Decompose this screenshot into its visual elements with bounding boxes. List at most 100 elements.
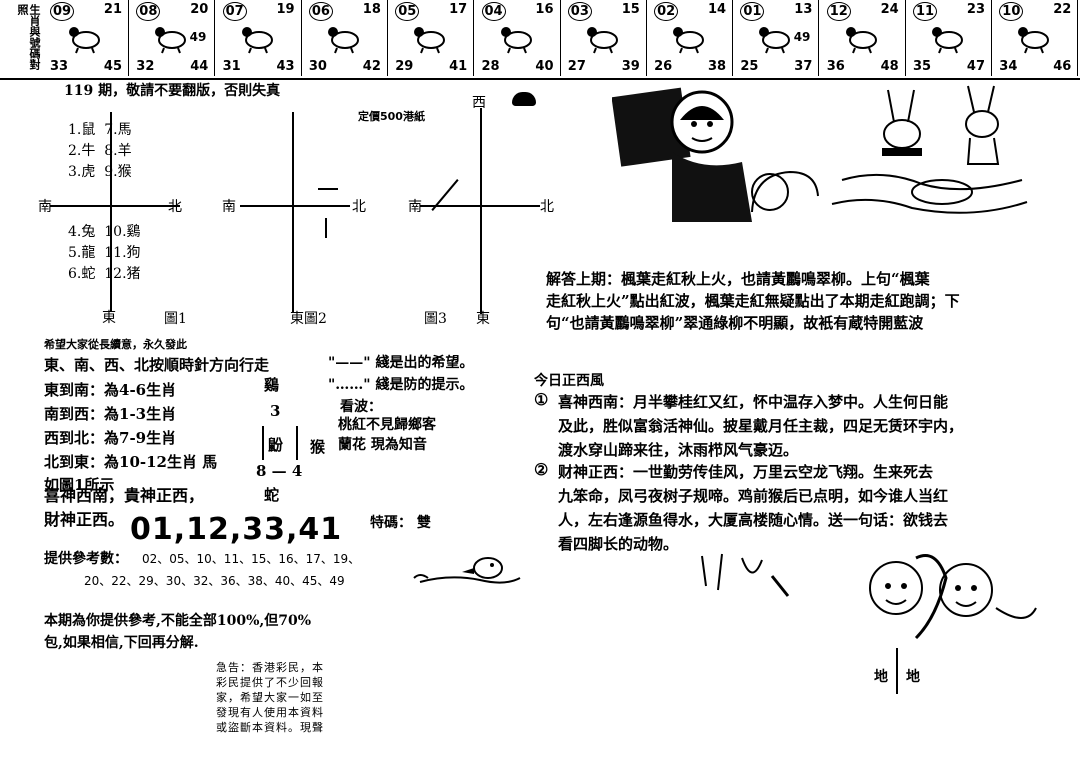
fig2-vertical-axis [292, 112, 294, 312]
fig3-south: 南 [408, 199, 422, 215]
zodiac-number: 06 [308, 2, 333, 21]
compass-num: 3 [270, 402, 281, 420]
zodiac-number: 38 [708, 59, 727, 74]
monkey-icon [759, 27, 791, 54]
wish-line: 希望大家從長續意，永久發此 [44, 338, 187, 351]
notice-line: 急告：香港彩民，本 [216, 661, 324, 674]
pig2-icon [1018, 27, 1050, 54]
fig2-east: 東 [290, 311, 304, 327]
zodiac-item: 12.猪 [104, 266, 141, 282]
zodiac-item: 8.羊 [104, 143, 132, 159]
fig2-north: 北 [352, 199, 366, 215]
para1-number: ① [534, 390, 549, 409]
compass-right: 猴 [310, 438, 326, 456]
zodiac-number: 39 [621, 59, 640, 74]
fig3-label: 圖3 [424, 311, 447, 327]
zodiac-number: 30 [308, 59, 327, 74]
note-line-1: 本期為你提供參考,不能全部100%,但70% [44, 613, 312, 629]
rabbit-icon [327, 27, 359, 54]
zodiac-number: 42 [362, 59, 381, 74]
main-numbers: 01,12,33,41 [130, 512, 343, 547]
zodiac-number: 32 [136, 59, 155, 74]
fig1-south: 南 [38, 199, 52, 215]
zodiac-number: 11 [913, 2, 938, 21]
zodiac-number: 49 [793, 30, 811, 44]
compass-bottom: 蛇 [264, 486, 280, 504]
zodiac-item: 1.鼠 [68, 122, 96, 138]
zodiac-number: 03 [567, 2, 592, 21]
kanbo-title: 看波： [340, 399, 382, 415]
zodiac-number: 31 [222, 59, 241, 74]
today-wind: 今日正西風 [534, 373, 604, 389]
monkeys-cartoon-icon [869, 554, 1037, 640]
zodiac-list-bottom: 4.兔 10.鷄 5.龍 11.狗 6.蛇 12.猪 [68, 222, 141, 285]
zodiac-number: 10 [999, 2, 1024, 21]
zodiac-cell: 06 18 30 42 [303, 0, 388, 76]
fig3-horizontal-axis [420, 205, 540, 207]
zodiac-number: 37 [794, 59, 813, 74]
notice-line: 家，希望大家一如至 [216, 691, 324, 704]
zodiac-number: 23 [966, 2, 985, 17]
zodiac-number: 26 [654, 59, 673, 74]
header-warning: 119 期，敬請不要翻版，否則失真 [64, 83, 281, 99]
zodiac-item: 3.虎 [68, 164, 96, 180]
zodiac-number: 12 [826, 2, 851, 21]
fig1-north: 北 [168, 199, 182, 215]
zodiac-item: 7.馬 [104, 122, 132, 138]
fig1-east: 東 [102, 310, 116, 326]
zodiac-item: 6.蛇 [68, 266, 96, 282]
direction-item: 北到東：為10-12生肖 馬 [44, 453, 218, 471]
zodiac-number: 25 [740, 59, 759, 74]
zodiac-number: 44 [190, 59, 209, 74]
para1-line: 及此，胜似富翁活神仙。披星戴月任主裁，四足无赁环宇内， [558, 417, 964, 435]
direction-list: 東到南：為4-6生肖 南到西：為1-3生肖 西到北：為7-9生肖 北到東：為10… [44, 378, 217, 474]
para2-number: ② [534, 460, 549, 479]
notice-line: 或盜斷本資料。現聲 [216, 721, 324, 734]
rabbits-cartoon-icon [831, 85, 1028, 214]
zodiac-number: 47 [966, 59, 985, 74]
zodiac-item: 4.兔 [68, 224, 96, 240]
note-line-2: 包,如果相信,下回再分解. [44, 635, 199, 651]
zodiac-number: 15 [621, 2, 640, 17]
zodiac-number: 17 [449, 2, 468, 17]
notice-line: 發現有人使用本資料 [216, 706, 324, 719]
para2-line: 看四脚长的动物。 [558, 535, 679, 553]
compass-box [262, 426, 298, 460]
fig2-south: 南 [222, 199, 236, 215]
dragon-icon [414, 27, 446, 54]
zodiac-number: 13 [794, 2, 813, 17]
zodiac-item: 11.狗 [104, 245, 141, 261]
pig-icon [155, 27, 187, 54]
zodiac-number: 40 [535, 59, 554, 74]
zodiac-number: 33 [50, 59, 69, 74]
zodiac-item: 2.牛 [68, 143, 96, 159]
zodiac-number: 18 [362, 2, 381, 17]
zodiac-number: 14 [708, 2, 727, 17]
zodiac-list-top: 1.鼠 7.馬 2.牛 8.羊 3.虎 9.猴 [68, 120, 132, 183]
fig2-label: 圖2 [304, 311, 327, 327]
stamp-icon [751, 170, 819, 213]
tiger-icon [241, 27, 273, 54]
fig3-north: 北 [540, 199, 554, 215]
logo-icon [512, 92, 536, 106]
direction-intro: 東、南、西、北按順時針方向行走 [44, 356, 270, 374]
dotted-line-note: "……" 綫是防的提示。 [328, 377, 474, 393]
para1-line: 渡水穿山蹄来往，沐雨栉风气豪迈。 [558, 441, 799, 459]
goat-icon [586, 27, 618, 54]
snake-icon [500, 27, 532, 54]
compass-nums: 8 — 4 [256, 462, 303, 480]
dog2-icon [932, 27, 963, 54]
zodiac-number: 19 [276, 2, 295, 17]
fig1-vertical-axis [110, 112, 112, 312]
reference-numbers-2: 20、22、29、30、32、36、38、40、45、49 [84, 574, 345, 588]
sketch-doodle-icon [701, 553, 790, 597]
kanbo-line-1: 桃紅不見歸鄉客 [338, 417, 436, 433]
zodiac-number: 46 [1053, 59, 1072, 74]
